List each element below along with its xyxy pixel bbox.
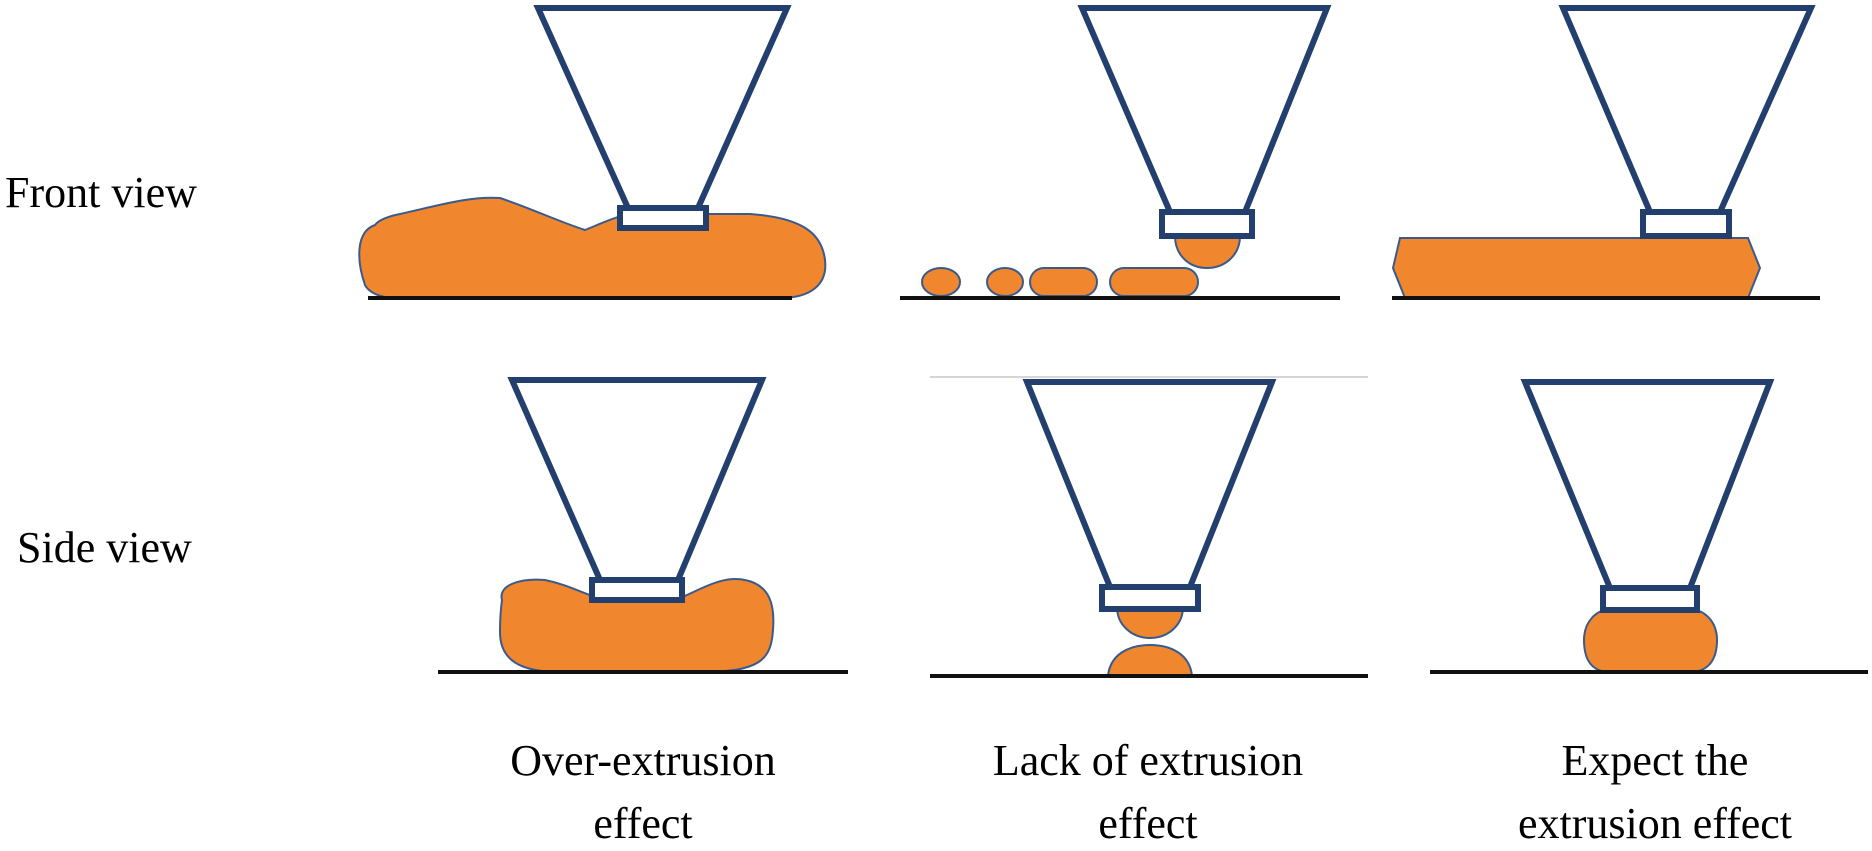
- ideal-bead-side: [1582, 608, 1719, 673]
- front-expected-extrusion: [1391, 5, 1820, 300]
- caption-expected-extrusion-line2: extrusion effect: [1518, 799, 1792, 848]
- droplet-1: [921, 267, 961, 297]
- over-extrusion-bead-side: [498, 578, 775, 673]
- nozzle-cone: [1022, 379, 1277, 590]
- row-label-front-view: Front view: [5, 168, 197, 217]
- droplet-4: [1109, 267, 1199, 297]
- nozzle-cone: [1077, 5, 1332, 215]
- nozzle-tip: [589, 577, 685, 603]
- nozzle-tip: [1640, 209, 1732, 239]
- nozzle-tip: [617, 205, 709, 231]
- droplet-2: [986, 267, 1024, 297]
- nozzle-cone: [1558, 5, 1816, 215]
- side-over-extrusion: [438, 377, 848, 674]
- nozzle-tip: [1600, 585, 1700, 613]
- nozzle-cone: [1520, 379, 1775, 591]
- caption-over-extrusion-line2: effect: [593, 799, 692, 848]
- caption-lack-extrusion-line1: Lack of extrusion: [993, 736, 1303, 785]
- front-over-extrusion: [358, 5, 827, 300]
- ground-droplet: [1106, 643, 1194, 677]
- caption-expected-extrusion-line1: Expect the: [1562, 736, 1749, 785]
- nozzle-cone: [533, 5, 792, 211]
- nozzle-cone: [507, 377, 767, 583]
- side-expected-extrusion: [1430, 379, 1868, 674]
- ideal-bead-front: [1391, 237, 1762, 299]
- row-label-side-view: Side view: [17, 523, 192, 572]
- tip-droplet: [1173, 235, 1242, 270]
- tip-droplet: [1115, 606, 1185, 640]
- nozzle-tip: [1099, 584, 1201, 612]
- front-lack-extrusion: [900, 5, 1340, 300]
- droplet-3: [1029, 267, 1098, 297]
- caption-lack-extrusion-line2: effect: [1098, 799, 1197, 848]
- side-lack-extrusion: [930, 379, 1368, 678]
- over-extrusion-bead-front: [358, 196, 827, 300]
- nozzle-tip: [1159, 209, 1255, 239]
- caption-over-extrusion-line1: Over-extrusion: [510, 736, 775, 785]
